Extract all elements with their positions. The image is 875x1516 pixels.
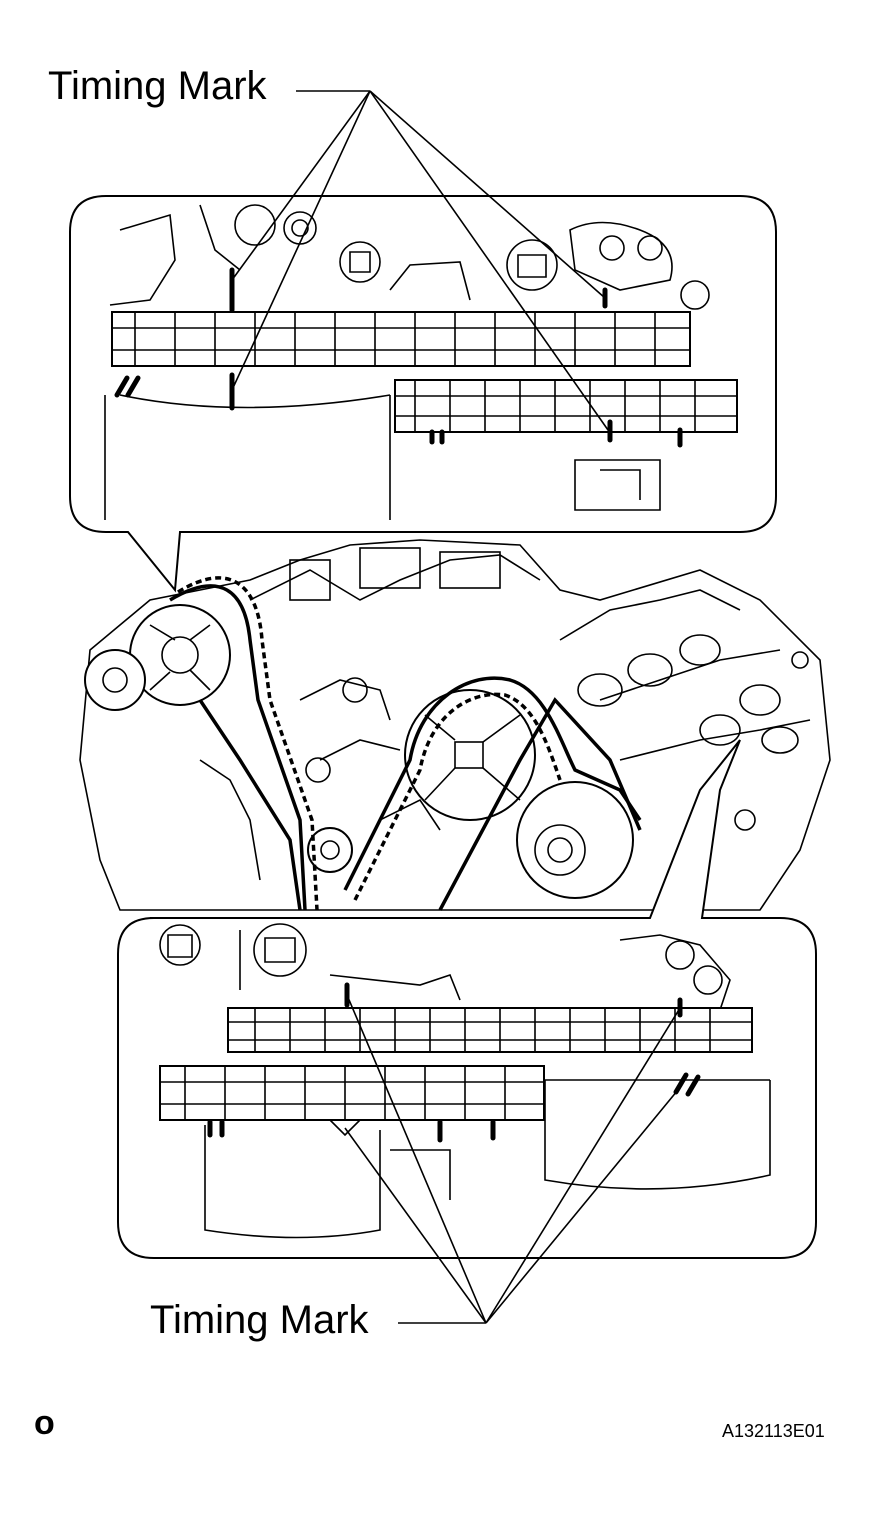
- leader-lines-top: [231, 90, 609, 431]
- timing-chain-right: [343, 676, 642, 911]
- timing-chain-left: [169, 576, 319, 911]
- timing-mark-label-bottom: Timing Mark: [150, 1298, 369, 1342]
- right-cam-sprocket: [516, 781, 634, 899]
- engine-body: [79, 539, 831, 911]
- callout-bottom: [117, 739, 817, 1259]
- figure-code: A132113E01: [722, 1421, 825, 1441]
- timing-mark-label-top: Timing Mark: [48, 64, 267, 108]
- center-cam-sprocket: [404, 689, 536, 821]
- page-marker: o: [34, 1404, 55, 1442]
- idler-sprocket: [307, 827, 353, 873]
- leader-lines-bottom: [344, 994, 683, 1324]
- left-cam-sprocket: [84, 604, 231, 711]
- callout-top: [69, 195, 777, 593]
